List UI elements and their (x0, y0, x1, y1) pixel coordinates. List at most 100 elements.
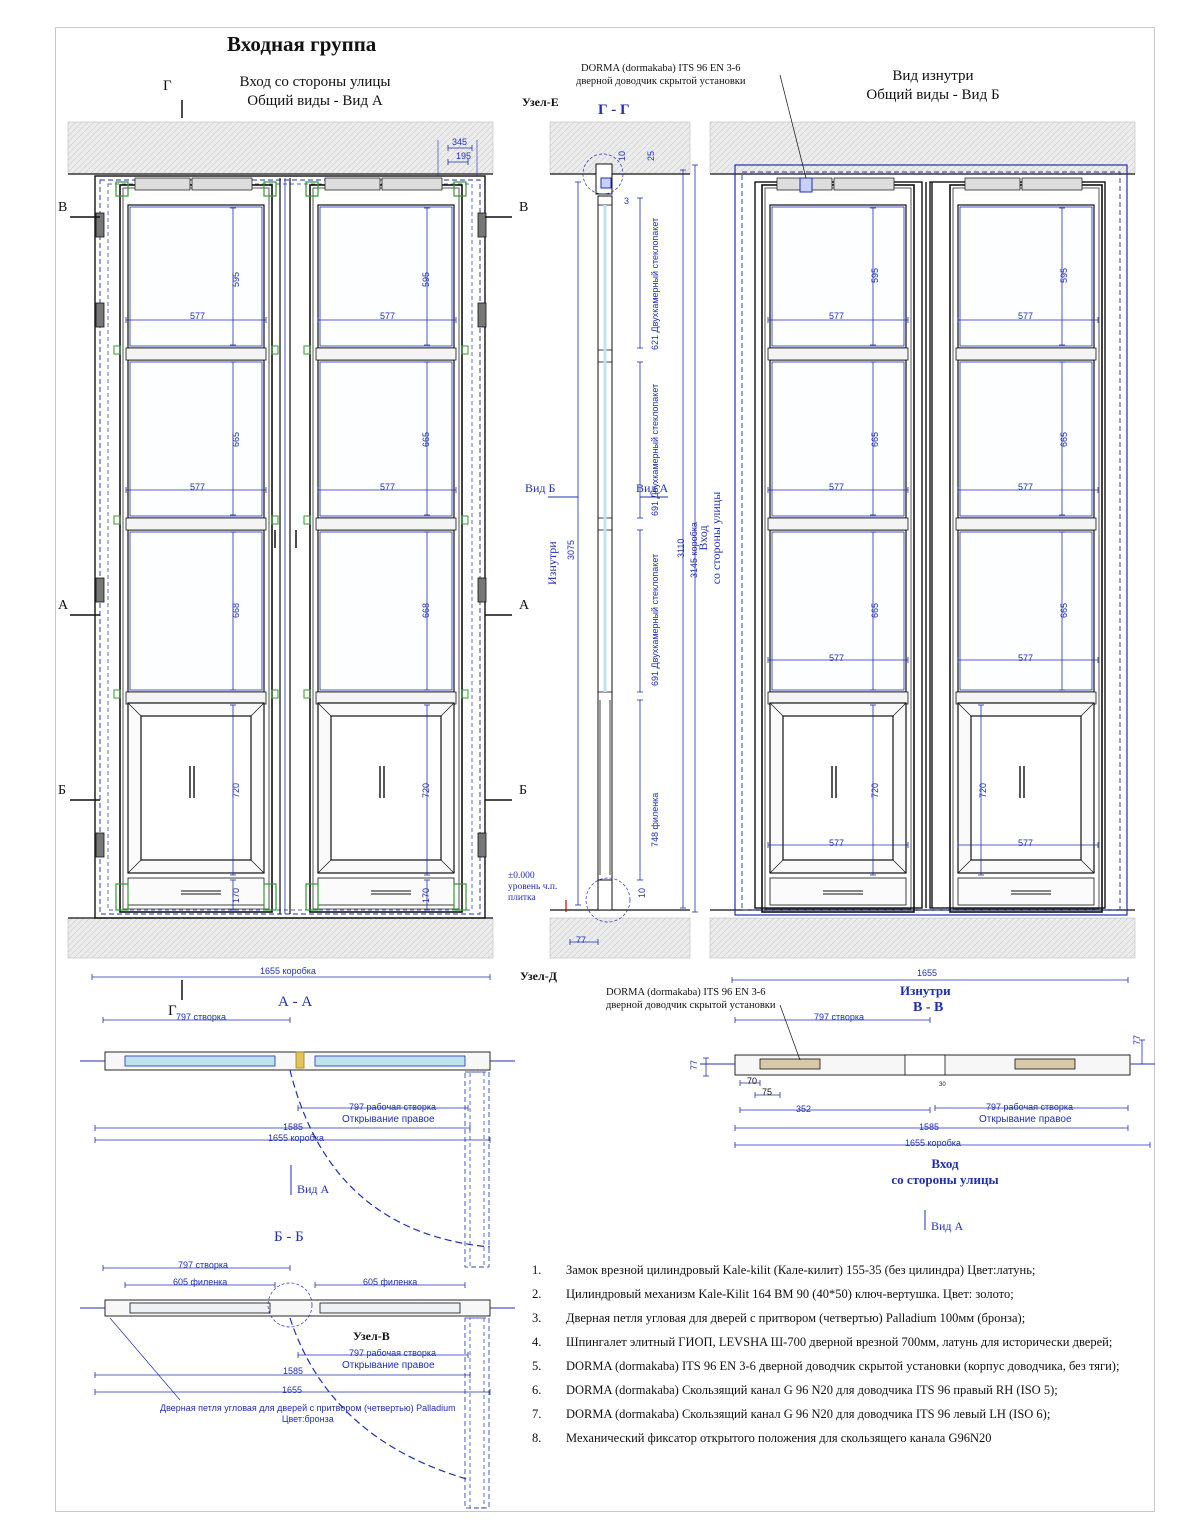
note-text: DORMA (dormakaba) Скользящий канал G 96 … (566, 1407, 1051, 1421)
vv-dim-75: 75 (762, 1087, 773, 1097)
bb-open-right: Открывание правое (342, 1360, 435, 1371)
dim-577-l2: 577 (380, 311, 396, 321)
right-leaf-1-mullion (767, 347, 909, 361)
left-leaf-1-green-marker (113, 515, 121, 525)
aa-dim-1585: 1585 (283, 1122, 304, 1132)
right-leaf-1-mullion (767, 517, 909, 531)
left-hinge (95, 212, 105, 238)
dim-720-r1: 720 (870, 782, 880, 798)
dim-25: 25 (646, 150, 656, 161)
left-leaf-2-green-corner (305, 181, 319, 197)
left-leaf-1-green-marker (271, 689, 279, 699)
node-d-circle (585, 877, 631, 923)
dim-3110: 3110 (676, 538, 686, 558)
closer-name: DORMA (dormakaba) ITS 96 EN 3-6 (581, 63, 741, 74)
view-a-arrow-label: Вид А (636, 481, 669, 495)
left-leaf-2-glass-pane (317, 359, 455, 519)
left-leaf-1-green-corner (115, 181, 129, 197)
left-leaf-1-green-corner (115, 883, 129, 911)
dim-577-l4: 577 (380, 482, 396, 492)
panel-748: 748 филенка (650, 792, 660, 847)
left-leaf-2-green-marker (461, 515, 469, 525)
note-text: Цилиндровый механизм Kale-Kilit 164 BM 9… (566, 1287, 1014, 1301)
left-leaf-2-glass-bead (319, 531, 453, 691)
dim-665-r3: 665 (870, 602, 880, 618)
vv-street-line1: Вход (931, 1156, 959, 1171)
left-leaf-1-closer-arm (191, 177, 253, 191)
cut-mark-g-bottom: Г (168, 1003, 177, 1019)
dim-577-r7: 577 (829, 838, 845, 848)
inside-view-line2: Общий виды - Вид Б (866, 87, 1000, 103)
left-leaf-2-mullion (315, 347, 457, 361)
left-leaf-2-mullion (315, 517, 457, 531)
note-number: 2. (532, 1287, 542, 1301)
right-leaf-2-glass-pane (957, 204, 1095, 349)
left-leaf-1-mullion (125, 691, 267, 705)
vv-dim-77-l: 77 (689, 1059, 699, 1070)
right-leaf-1-glass-pane (769, 204, 907, 349)
left-frame-box (94, 175, 486, 919)
note-item: 1.Замок врезной цилиндровый Kale-kilit (… (532, 1258, 1132, 1282)
right-leaf-2-glass-bead (959, 361, 1093, 517)
node-v-circle (267, 1282, 313, 1328)
left-leaf-1-glass-bead (129, 531, 263, 691)
dim-577-r4: 577 (1018, 482, 1034, 492)
vv-dim-30: 30 (939, 1082, 946, 1088)
dim-170-l2: 170 (421, 887, 431, 903)
dim-1655-box-elev: 1655 коробка (260, 966, 316, 976)
dim-577-r3: 577 (829, 482, 845, 492)
vv-dim-352: 352 (796, 1104, 812, 1114)
node-e-circle (582, 153, 624, 195)
section-aa-label: А - А (278, 994, 313, 1010)
vv-street-line2: со стороны улицы (891, 1172, 999, 1187)
bb-leaf-797: 797 створка (178, 1260, 228, 1270)
left-leaf-2-green-marker (303, 515, 311, 525)
right-leaf-2-mullion (955, 347, 1097, 361)
left-leaf-1-bottom-rail (127, 877, 265, 906)
dim-720-l1: 720 (231, 782, 241, 798)
left-hinge (95, 302, 105, 328)
node-d-label: Узел-Д (520, 969, 557, 983)
left-leaf-2-mullion (315, 691, 457, 705)
left-leaf-1-glass-pane (127, 204, 265, 349)
plan-aa-glass-r (314, 1055, 466, 1067)
dim-577-l3: 577 (190, 482, 206, 492)
right-leaf-2-closer-body (964, 177, 1021, 191)
vv-dim-77-r: 77 (1132, 1034, 1142, 1045)
section-gg-label: Г - Г (598, 102, 630, 118)
hinge-note: Дверная петля угловая для дверей с притв… (160, 1403, 456, 1425)
left-leaf-1-panel-bevel (127, 859, 142, 874)
note-number: 1. (532, 1263, 542, 1277)
left-leaf-1-glass-pane (127, 359, 265, 519)
note-number: 8. (532, 1431, 542, 1445)
dim-170-l1: 170 (231, 887, 241, 903)
note-item: 4.Шпингалет элитный ГИОП, LEVSHA Ш-700 д… (532, 1330, 1132, 1354)
left-leaf-1-green-marker (271, 515, 279, 525)
dim-3: 3 (624, 196, 630, 206)
plan-bb-swing-arc (289, 1317, 471, 1481)
plan-vv-closer-l (759, 1058, 821, 1070)
right-leaf-1-panel-bevel (769, 859, 784, 874)
right-frame-dash (741, 171, 1121, 911)
glass-621: 621 Двухкамерный стеклопакет (650, 217, 660, 350)
street-view-line2: Общий виды - Вид А (247, 93, 383, 109)
vv-street-entrance: Вход со стороны улицы (870, 1156, 1020, 1188)
right-leaf-2-glass-bead (959, 206, 1093, 347)
dim-668-l1: 668 (231, 602, 241, 618)
street-side-label: Вход со стороны улицы (696, 488, 723, 588)
note-item: 6.DORMA (dormakaba) Скользящий канал G 9… (532, 1378, 1132, 1402)
view-b-arrow-label: Вид Б (525, 481, 556, 495)
inside-side-label: Изнутри (545, 541, 559, 585)
left-leaf-2-closer-body (324, 177, 381, 191)
left-leaf-2-panel-bevel (440, 859, 455, 874)
right-leaf-2-mullion (955, 691, 1097, 705)
dim-577-r5: 577 (829, 653, 845, 663)
cut-mark-a-right: А (519, 598, 530, 613)
bb-work-797: 797 рабочая створка (349, 1348, 437, 1358)
left-leaf-2-panel-field (330, 715, 442, 861)
right-leaf-1-glass-bead (771, 531, 905, 691)
note-number: 4. (532, 1335, 542, 1349)
dim-665-r2: 665 (1059, 431, 1069, 447)
bb-panel-605-l: 605 филенка (173, 1277, 228, 1287)
left-lintel (67, 121, 494, 175)
